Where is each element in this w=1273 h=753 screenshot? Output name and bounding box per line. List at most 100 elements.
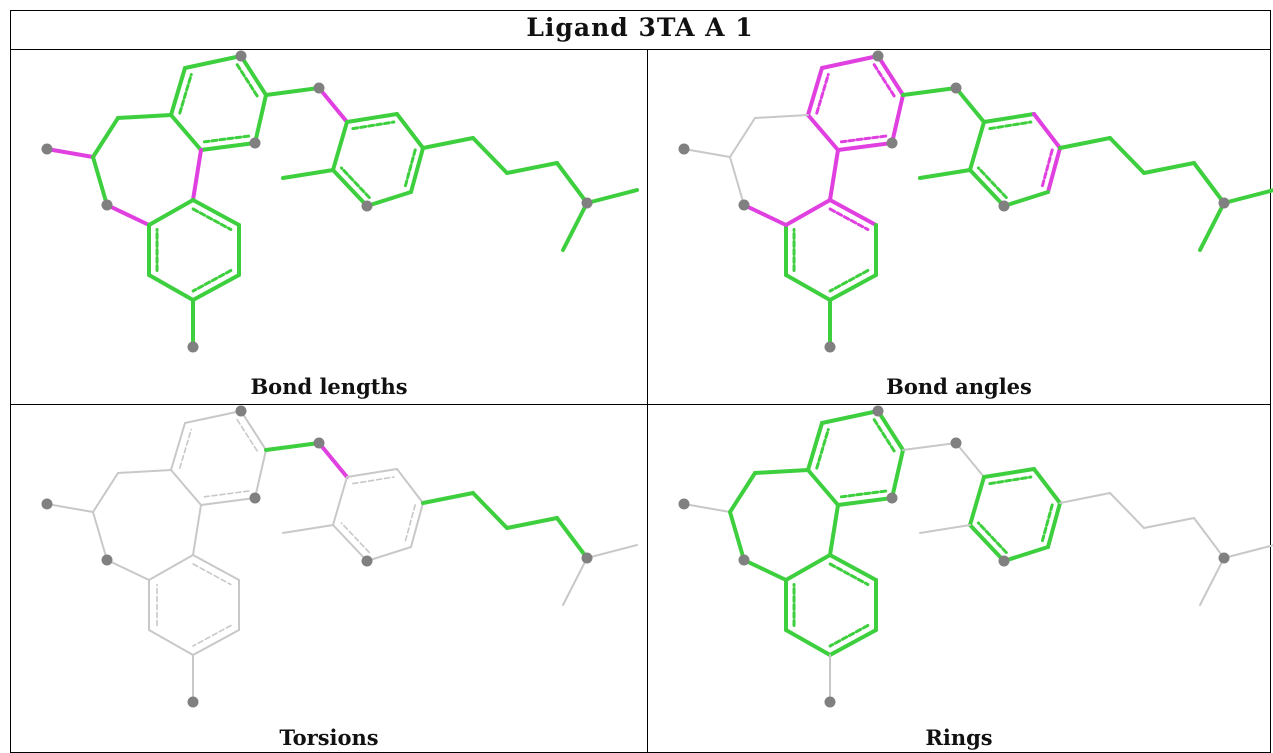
bond <box>828 624 870 648</box>
bond <box>395 112 425 150</box>
bond <box>1222 188 1273 205</box>
bond <box>976 166 1008 199</box>
atom-sphere <box>824 696 836 708</box>
bond <box>148 629 194 656</box>
bond <box>169 113 203 152</box>
bond <box>331 120 349 172</box>
atom-sphere <box>313 437 325 449</box>
atom-sphere <box>824 341 836 353</box>
figure-title: Ligand 3TA A 1 <box>526 13 754 42</box>
bond <box>1142 161 1196 175</box>
bond <box>192 629 240 656</box>
panel-label-bond-angles: Bond angles <box>886 374 1032 399</box>
bond <box>169 66 187 117</box>
bond <box>836 141 894 152</box>
bond <box>403 148 417 188</box>
bond <box>828 148 840 202</box>
bond <box>471 136 509 175</box>
bond <box>976 521 1008 554</box>
bond <box>1040 148 1054 188</box>
bond <box>555 161 589 205</box>
bond <box>555 516 589 560</box>
bond <box>836 496 894 507</box>
bond <box>92 511 108 561</box>
bond <box>46 503 94 513</box>
bond <box>1192 161 1226 205</box>
bond <box>982 112 1036 124</box>
bond <box>1223 544 1273 559</box>
bond <box>332 524 368 562</box>
bond <box>91 155 109 207</box>
bond <box>345 112 399 124</box>
bond <box>872 418 897 454</box>
bond <box>586 544 638 559</box>
bond <box>1032 112 1062 150</box>
bond <box>192 563 232 586</box>
bond <box>806 468 840 507</box>
bond <box>828 198 878 227</box>
bond <box>191 273 241 302</box>
bond <box>683 503 731 513</box>
bond <box>421 491 475 505</box>
atom-sphere <box>998 200 1010 212</box>
bond <box>561 201 589 252</box>
bond <box>815 428 830 470</box>
bond <box>203 490 250 498</box>
bond <box>1032 467 1062 505</box>
bond <box>471 491 509 530</box>
bond <box>1002 545 1050 563</box>
bond <box>505 161 559 175</box>
molecule-torsions <box>41 405 638 708</box>
bond <box>890 93 905 145</box>
atom-sphere <box>361 555 373 567</box>
atom-sphere <box>581 197 593 209</box>
bond <box>45 147 95 159</box>
bond <box>728 471 757 514</box>
bond <box>239 54 268 97</box>
bond <box>352 476 395 485</box>
bond <box>890 448 905 500</box>
atom-sphere <box>101 554 113 566</box>
atom-sphere <box>872 50 884 62</box>
bond <box>92 472 119 513</box>
bond <box>191 198 241 227</box>
atom-sphere <box>249 137 261 149</box>
bond <box>968 523 1006 563</box>
bond <box>148 554 194 581</box>
bond <box>901 86 958 97</box>
bond <box>918 168 972 180</box>
bond <box>828 503 840 557</box>
bond <box>828 628 878 657</box>
bond <box>988 120 1033 131</box>
bond <box>1109 492 1145 529</box>
bond <box>754 114 809 119</box>
bond <box>184 410 242 424</box>
bond <box>982 467 1036 479</box>
bond <box>170 422 186 471</box>
bond <box>346 468 398 478</box>
bond <box>872 63 897 99</box>
panel-label-torsions: Torsions <box>279 725 379 750</box>
bond <box>1059 492 1111 504</box>
bond <box>954 86 986 124</box>
bond <box>254 449 267 499</box>
bond <box>839 134 888 144</box>
bond <box>784 198 832 227</box>
bond <box>409 146 425 194</box>
bond <box>317 441 349 479</box>
bond <box>202 134 251 144</box>
bond <box>178 428 193 469</box>
bond <box>147 273 195 302</box>
bond <box>351 120 396 131</box>
bond <box>317 86 349 124</box>
bond <box>815 73 830 115</box>
atom-sphere <box>235 50 247 62</box>
bond <box>183 54 243 70</box>
atom-sphere <box>886 492 898 504</box>
bond <box>562 557 588 606</box>
bond <box>170 469 202 506</box>
bond <box>828 553 878 582</box>
bond <box>968 475 986 527</box>
bond <box>365 190 413 208</box>
